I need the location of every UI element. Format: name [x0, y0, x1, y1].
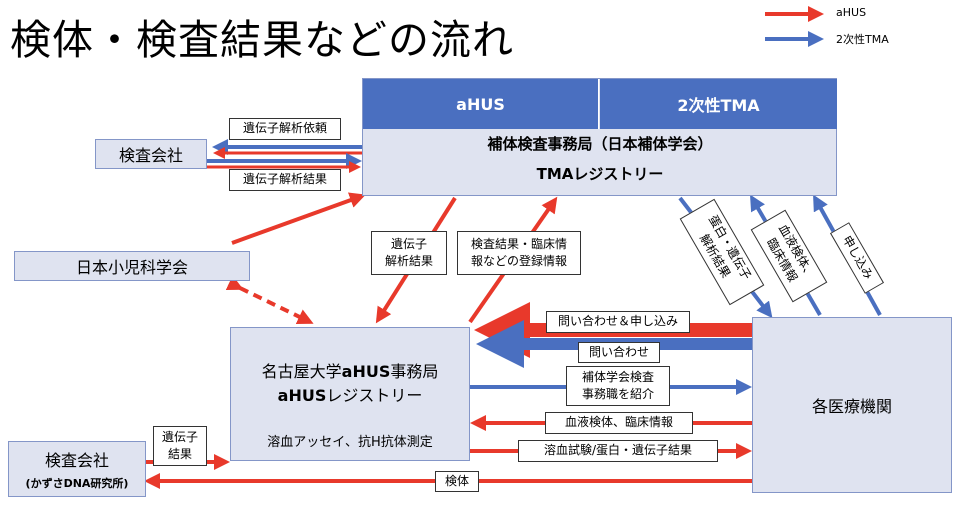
label-inquiry: 問い合わせ [578, 342, 660, 363]
label-gene-result-bottom: 遺伝子結果 [153, 426, 207, 466]
central-office-box: aHUS 2次性TMA 補体検査事務局（日本補体学会） TMAレジストリー [362, 78, 837, 196]
nagoya-line3: 溶血アッセイ、抗H抗体測定 [267, 435, 433, 450]
arrow-pediatrics-nagoya [225, 275, 314, 324]
pediatrics-society: 日本小児科学会 [14, 251, 250, 281]
nagoya-line2: aHUSレジストリー [277, 386, 423, 405]
label-specimen: 検体 [435, 471, 479, 492]
central-header-tma: 2次性TMA [600, 79, 837, 129]
lab-bottom-line2: (かずさDNA研究所) [25, 477, 129, 490]
label-inquiry-apply: 問い合わせ＆申し込み [546, 311, 690, 333]
medical-institutions: 各医療機関 [752, 317, 952, 493]
legend-blue-label: 2次性TMA [836, 33, 889, 46]
lab-bottom-line1: 検査会社 [44, 451, 109, 470]
central-header-ahus: aHUS [363, 79, 599, 129]
label-gene-request: 遺伝子解析依頼 [229, 118, 341, 140]
central-line1: 補体検査事務局（日本補体学会） [487, 135, 713, 153]
label-gene-result-mid: 遺伝子解析結果 [371, 231, 447, 275]
nagoya-office-box: 名古屋大学aHUS事務局 aHUSレジストリー 溶血アッセイ、抗H抗体測定 [230, 327, 470, 461]
lab-company-top: 検査会社 [95, 139, 207, 169]
label-gene-result-top: 遺伝子解析結果 [229, 169, 341, 191]
central-line2: TMAレジストリー [536, 165, 664, 183]
page-title: 検体・検査結果などの流れ [10, 16, 514, 64]
lab-company-bottom: 検査会社 (かずさDNA研究所) [8, 441, 146, 497]
nagoya-line1: 名古屋大学aHUS事務局 [261, 362, 439, 381]
arrow-pediatrics-central [231, 192, 366, 245]
label-registry-info: 検査結果・臨床情報などの登録情報 [457, 231, 581, 275]
legend-red-label: aHUS [836, 6, 867, 19]
label-blood-clinical-h: 血液検体、臨床情報 [545, 412, 693, 434]
label-introduce: 補体学会検査事務職を紹介 [566, 366, 670, 406]
label-hemolysis-result: 溶血試験/蛋白・遺伝子結果 [518, 440, 718, 462]
